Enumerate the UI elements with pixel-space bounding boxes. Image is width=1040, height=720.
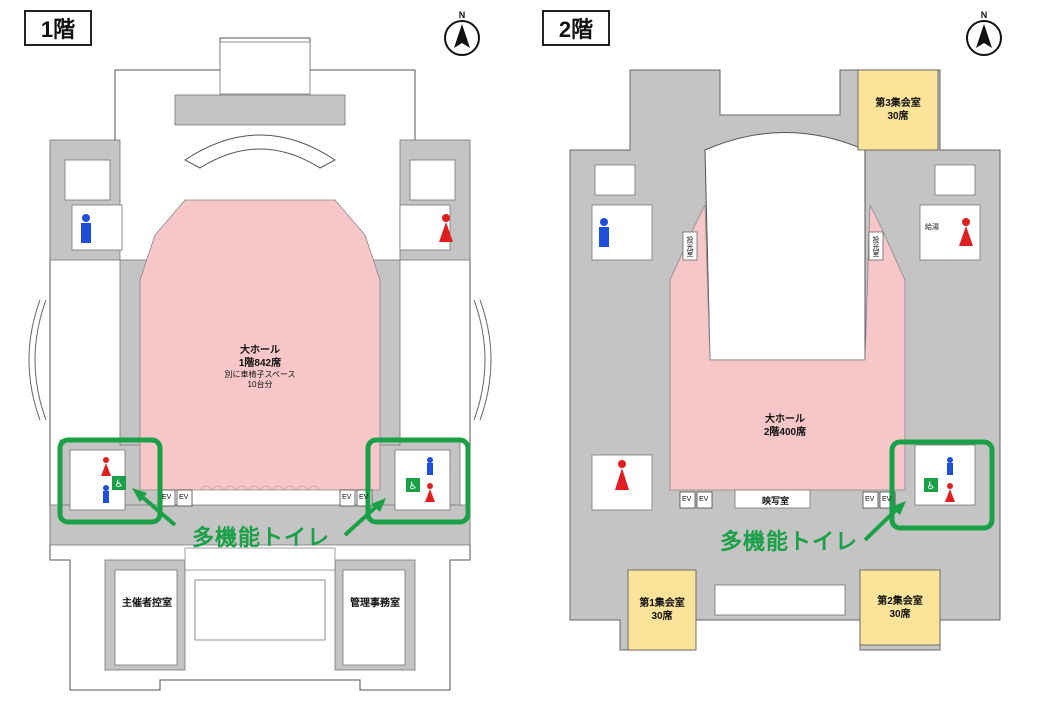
svg-text:♿: ♿ (927, 481, 936, 492)
ev-label: EV (162, 494, 172, 501)
meeting2-seats: 30席 (889, 608, 911, 620)
floor2-map (569, 69, 1001, 651)
floor1-north-arrow: N (442, 10, 482, 60)
organizer-room-label: 主催者控室 (122, 598, 172, 609)
north-arrow-icon (966, 20, 1002, 56)
meeting3-seats: 30席 (887, 110, 909, 122)
hall-note: 別に車椅子スペース (224, 370, 296, 379)
north-letter: N (980, 10, 988, 20)
male-toilet-icon (599, 218, 609, 247)
floor2-label: 2階 (542, 10, 610, 46)
female-toilet-icon (945, 483, 955, 502)
floor1-mf-toilet-left-highlight (57, 437, 163, 525)
office-room-label: 管理事務室 (350, 598, 400, 609)
meeting3-name: 第3集会室 (875, 98, 921, 109)
floor1-plan: 1階 N 大ホール 1階842席 別に車椅子スペース 10台分 主催者控室 管理… (24, 10, 492, 691)
floor1-mf-toilet-right-highlight (365, 437, 471, 525)
ev-label: EV (359, 494, 369, 501)
male-toilet-icon (947, 457, 953, 475)
hall-name: 大ホール (240, 345, 280, 356)
floor2-icons: ♿ (599, 218, 973, 502)
hall-seats: 2階400席 (763, 426, 807, 438)
floor1-map (28, 37, 492, 691)
light-room-left-label: 投光室 (686, 236, 693, 257)
female-toilet-icon (101, 457, 111, 476)
north-arrow-icon (444, 20, 480, 56)
floor2-arrow (863, 501, 906, 542)
meeting2-name: 第2集会室 (877, 596, 923, 607)
light-room-right-label: 投光室 (872, 236, 879, 257)
projection-room-label: 映写室 (762, 496, 790, 506)
kyuto-label: 給湯 (925, 224, 939, 231)
north-letter: N (458, 10, 466, 20)
meeting1-name: 第1集会室 (639, 598, 685, 609)
floor1-arrows (132, 488, 386, 537)
meeting1-seats: 30席 (651, 610, 673, 622)
female-toilet-icon (425, 483, 435, 502)
floor2-hall-text: 大ホール 2階400席 (735, 414, 835, 439)
ev-label: EV (179, 494, 189, 501)
ev-label: EV (865, 496, 875, 503)
male-toilet-icon (103, 485, 109, 503)
meeting-room-3 (857, 69, 939, 151)
svg-text:♿: ♿ (115, 479, 124, 490)
meeting-room-2 (859, 569, 941, 646)
female-toilet-icon (615, 460, 629, 490)
meeting2-label: 第2集会室 30席 (860, 596, 940, 621)
meeting3-label: 第3集会室 30席 (858, 98, 938, 123)
floor1-hall-text: 大ホール 1階842席 別に車椅子スペース 10台分 (205, 345, 315, 390)
ev-label: EV (882, 496, 892, 503)
ev-label: EV (682, 496, 692, 503)
male-toilet-icon (81, 214, 91, 243)
wheelchair-icon: ♿ (112, 476, 126, 490)
floor2-north-arrow: N (964, 10, 1004, 60)
wheelchair-icon: ♿ (406, 478, 420, 492)
floor1-label: 1階 (24, 10, 92, 46)
svg-text:♿: ♿ (409, 481, 418, 492)
hall-seats: 1階842席 (238, 357, 282, 369)
meeting1-label: 第1集会室 30席 (628, 598, 696, 623)
ev-label: EV (699, 496, 709, 503)
female-toilet-icon (439, 214, 453, 242)
floor2-mf-toilet-highlight (889, 439, 995, 531)
floor1-icons: ♿ ♿ (81, 214, 453, 503)
hall-note2: 10台分 (247, 380, 273, 389)
meeting-room-1 (627, 569, 697, 651)
female-toilet-icon (959, 218, 973, 246)
wheelchair-icon: ♿ (924, 478, 938, 492)
hall-name: 大ホール (765, 414, 805, 425)
floor2-multifunction-toilet-label: 多機能トイレ (720, 529, 859, 554)
ev-label: EV (342, 494, 352, 501)
floor1-multifunction-toilet-label: 多機能トイレ (192, 525, 331, 550)
floor2-plan: 2階 N 第3集会室 30席 第1集会室 30席 第2集会室 30席 大ホール … (520, 0, 1040, 720)
male-toilet-icon (427, 457, 433, 475)
